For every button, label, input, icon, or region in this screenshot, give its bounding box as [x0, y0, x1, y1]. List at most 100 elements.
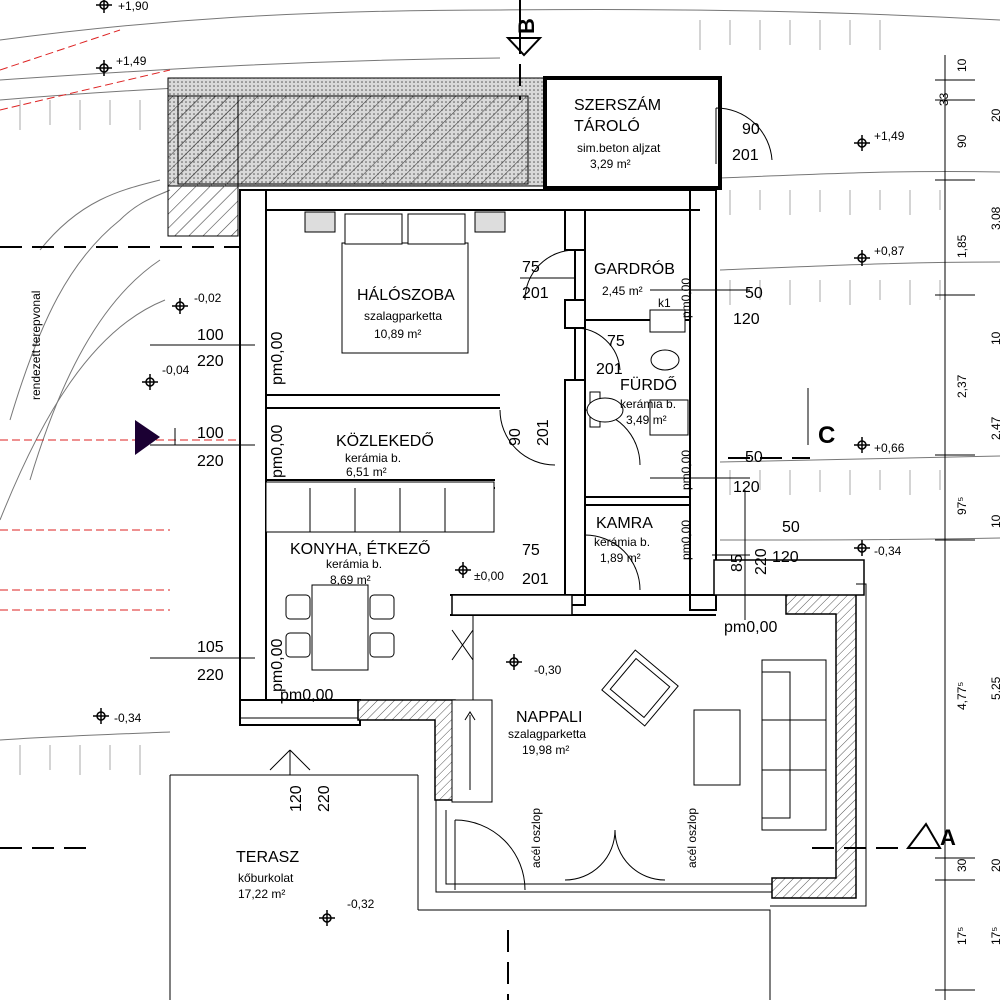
walls — [239, 189, 717, 726]
room-floor-nappali: szalagparketta — [508, 727, 586, 741]
right-dim-11: 20 — [989, 108, 1000, 122]
column-label-2: acél oszlop — [685, 808, 699, 868]
terrain-label: rendezett terepvonal — [29, 291, 43, 400]
pm-label-kitchen: pm0,00 — [269, 639, 286, 692]
room-floor-szerszam: sim.beton aljzat — [577, 141, 661, 155]
dim-kamra-win-h: 120 — [772, 549, 799, 566]
level-right-3: -0,34 — [874, 544, 902, 558]
room-name-terasz: TERASZ — [236, 849, 299, 866]
pm-label-kamra: pm0,00 — [679, 520, 693, 560]
column-label-1: acél oszlop — [529, 808, 543, 868]
section-a-marker — [906, 822, 942, 849]
room-floor-terasz: kőburkolat — [238, 871, 294, 885]
sofa — [761, 659, 827, 831]
level-right-1: +0,87 — [874, 244, 905, 258]
coffee-table — [693, 709, 741, 786]
dim-bath-win-h: 120 — [733, 479, 760, 496]
dim-kitchen-win-h: 220 — [197, 667, 224, 684]
right-dim-8: 4,77⁵ — [955, 682, 969, 710]
dim-gard-win-h: 120 — [733, 311, 760, 328]
room-name-konyha: KONYHA, ÉTKEZŐ — [290, 539, 430, 558]
fireplace — [451, 699, 493, 803]
room-area-haloszoba: 10,89 m² — [374, 327, 421, 341]
dim-kamra-side-h: 220 — [753, 548, 770, 575]
dim-bed-door-w: 75 — [522, 259, 540, 276]
dimension-leaders — [150, 55, 975, 1000]
room-area-gardrob: 2,45 m² — [602, 284, 643, 298]
dim-terrace-door-w: 120 — [288, 785, 305, 812]
level-upper-left: +1,49 — [116, 54, 147, 68]
red-dashed-lines — [0, 29, 250, 611]
room-name-nappali: NAPPALI — [516, 709, 582, 726]
dim-kamra-door-w: 75 — [522, 542, 540, 559]
section-b-marker — [505, 37, 543, 57]
level-left-mid: -0,04 — [162, 363, 190, 377]
dim-koz-door-w: 90 — [507, 428, 524, 446]
room-area-konyha: 8,69 m² — [330, 573, 371, 587]
dim-bed-door-h: 201 — [522, 285, 549, 302]
dim-terrace-door-h: 220 — [316, 785, 333, 812]
dim-kamra-win-w: 50 — [782, 519, 800, 536]
level-terrace: -0,32 — [347, 897, 375, 911]
pm-label-living: pm0,00 — [724, 619, 777, 636]
level-markers — [93, 0, 870, 926]
living-walls — [357, 559, 865, 899]
right-dim-6: 97⁵ — [955, 497, 969, 515]
section-letter-b: B — [514, 18, 539, 34]
room-floor-kamra: kerámia b. — [594, 535, 650, 549]
dim-kamra-side-w: 85 — [729, 554, 746, 572]
bed — [304, 211, 506, 354]
right-dim-4: 1,85 — [955, 234, 969, 258]
dim-kamra-door-h: 201 — [522, 571, 549, 588]
dim-tarolo-door-h: 201 — [732, 147, 759, 164]
dim-gard-win-w: 50 — [745, 285, 763, 302]
level-living: -0,30 — [534, 663, 562, 677]
dim-bath-door-h: 201 — [596, 361, 623, 378]
level-top: +1,90 — [118, 0, 149, 13]
pm-label-gardrob: pm0,00 — [679, 278, 693, 318]
level-shed: +1,49 — [874, 129, 905, 143]
room-floor-haloszoba: szalagparketta — [364, 309, 442, 323]
right-dim-5: 2,37 — [955, 374, 969, 398]
section-letter-a: A — [940, 825, 956, 850]
right-dim-1: 10 — [955, 58, 969, 72]
dim-tarolo-door-w: 90 — [742, 121, 760, 138]
room-name-furdo: FÜRDŐ — [620, 375, 677, 394]
room-floor-kozlekedo: kerámia b. — [345, 451, 401, 465]
dim-bed-win-h: 220 — [197, 353, 224, 370]
room-area-terasz: 17,22 m² — [238, 887, 285, 901]
room-name-tarolo: TÁROLÓ — [574, 116, 640, 135]
right-dim-3: 90 — [955, 134, 969, 148]
pm-label-bath: pm0,00 — [679, 450, 693, 490]
dim-koz-door-h: 201 — [535, 419, 552, 446]
room-area-kozlekedo: 6,51 m² — [346, 465, 387, 479]
dim-bath-win-w: 50 — [745, 449, 763, 466]
level-left-lower: -0,34 — [114, 711, 142, 725]
right-dim-16: 5,25 — [989, 676, 1000, 700]
dim-bed-win-w: 100 — [197, 327, 224, 344]
room-name-szerszam: SZERSZÁM — [574, 95, 661, 114]
living-outer-lines — [169, 583, 867, 1000]
room-name-kozlekedo: KÖZLEKEDŐ — [336, 431, 434, 450]
right-dim-17: 20 — [989, 858, 1000, 872]
dim-kitchen-win-w: 105 — [197, 639, 224, 656]
right-dim-9: 30 — [955, 858, 969, 872]
right-dim-12: 3,08 — [989, 206, 1000, 230]
level-right-2: +0,66 — [874, 441, 905, 455]
right-dim-15: 10 — [989, 514, 1000, 528]
pm-label-kitchen-bottom: pm0,00 — [280, 687, 333, 704]
terrain-ticks — [19, 20, 941, 775]
room-floor-konyha: kerámia b. — [326, 557, 382, 571]
right-dim-13: 10 — [989, 331, 1000, 345]
dining-set — [285, 584, 395, 671]
room-area-kamra: 1,89 m² — [600, 551, 641, 565]
room-area-furdo: 3,49 m² — [626, 413, 667, 427]
room-name-haloszoba: HÁLÓSZOBA — [357, 285, 455, 304]
right-dim-18: 17⁵ — [989, 927, 1000, 945]
right-dim-10: 17⁵ — [955, 927, 969, 945]
room-area-nappali: 19,98 m² — [522, 743, 569, 757]
bathroom-fixtures — [586, 309, 689, 436]
room-name-gardrob: GARDRÓB — [594, 259, 675, 278]
room-floor-furdo: kerámia b. — [620, 397, 676, 411]
